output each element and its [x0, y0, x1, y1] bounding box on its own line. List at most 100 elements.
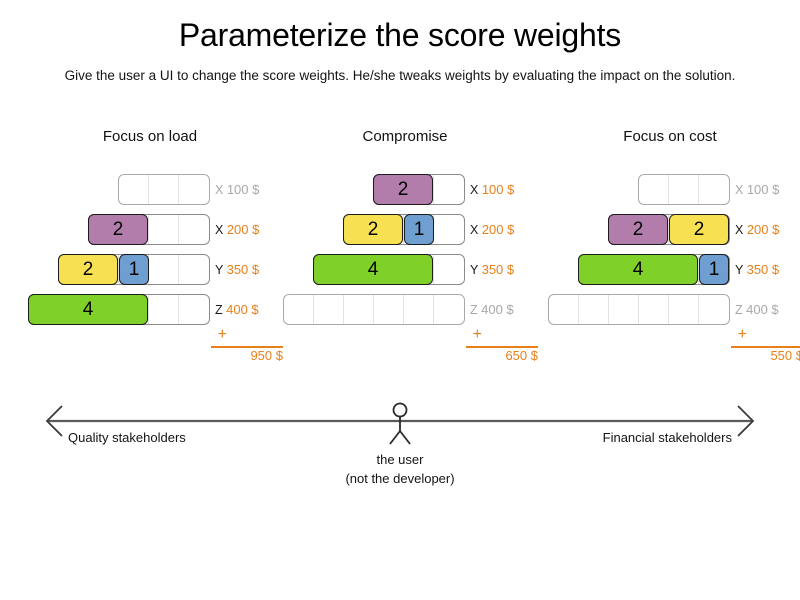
slider-slot[interactable] — [119, 175, 149, 204]
weight-segment[interactable]: 4 — [578, 254, 698, 285]
slider-slot[interactable] — [669, 255, 699, 284]
slider-slot[interactable] — [89, 255, 119, 284]
row-label: Y 350 $ — [215, 254, 283, 285]
weight-slider[interactable] — [118, 174, 210, 205]
caption-line-2: (not the developer) — [345, 471, 455, 486]
slider-slot[interactable] — [609, 295, 639, 324]
slider-slot[interactable] — [149, 175, 179, 204]
slider-slot[interactable] — [179, 175, 209, 204]
total-value: 650 $ — [505, 348, 538, 363]
slider-slot[interactable] — [404, 255, 434, 284]
slider-slot[interactable] — [149, 255, 179, 284]
slider-slot[interactable] — [374, 295, 404, 324]
slider-slot[interactable] — [404, 175, 434, 204]
weight-segment[interactable]: 4 — [313, 254, 433, 285]
row-label: X 100 $ — [735, 174, 800, 205]
slider-slot[interactable] — [434, 255, 464, 284]
weight-slider[interactable] — [548, 294, 730, 325]
slider-slot[interactable] — [149, 215, 179, 244]
total-value: 550 $ — [770, 348, 800, 363]
slider-track[interactable] — [283, 294, 465, 325]
slider-slot[interactable] — [434, 295, 464, 324]
row-label: Z 400 $ — [470, 294, 538, 325]
row-amount: 200 $ — [481, 222, 515, 237]
slider-slot[interactable] — [549, 295, 579, 324]
slider-slot[interactable] — [699, 175, 729, 204]
slider-slot[interactable] — [149, 295, 179, 324]
slider-track[interactable] — [548, 294, 730, 325]
weight-slider[interactable]: 4 — [313, 254, 465, 285]
weight-slider[interactable]: 2 — [88, 214, 210, 245]
weight-segment[interactable]: 1 — [699, 254, 729, 285]
row-label: X 200 $ — [470, 214, 538, 245]
weight-row: Z 400 $ — [537, 290, 800, 330]
row-amount: 200 $ — [226, 222, 260, 237]
row-amount: 400 $ — [226, 302, 259, 317]
weight-row: 2 X 100 $ — [272, 170, 538, 210]
weight-slider[interactable] — [638, 174, 730, 205]
row-label: X 100 $ — [470, 174, 538, 205]
slider-track[interactable] — [118, 174, 210, 205]
slider-slot[interactable] — [284, 295, 314, 324]
slider-slot[interactable] — [669, 295, 699, 324]
slider-slot[interactable] — [179, 295, 209, 324]
row-amount: 100 $ — [746, 182, 780, 197]
weight-slider[interactable]: 2 — [373, 174, 465, 205]
weight-segment[interactable]: 2 — [88, 214, 148, 245]
slider-slot[interactable] — [434, 215, 464, 244]
slider-slot[interactable] — [404, 295, 434, 324]
weight-segment[interactable]: 1 — [119, 254, 149, 285]
row-key: Y — [735, 263, 747, 277]
row-key: X — [215, 183, 227, 197]
row-amount: 400 $ — [746, 302, 779, 317]
slider-slot[interactable] — [374, 215, 404, 244]
stakeholder-axis: Quality stakeholders Financial stakehold… — [0, 398, 800, 498]
row-amount: 350 $ — [481, 262, 515, 277]
slider-slot[interactable] — [314, 295, 344, 324]
weight-segment[interactable]: 2 — [373, 174, 433, 205]
row-amount: 200 $ — [746, 222, 780, 237]
weight-segment[interactable]: 2 — [58, 254, 118, 285]
slider-slot[interactable] — [639, 295, 669, 324]
slider-slot[interactable] — [699, 295, 729, 324]
row-label: X 200 $ — [215, 214, 283, 245]
row-key: X — [470, 183, 482, 197]
slider-slot[interactable] — [344, 295, 374, 324]
slider-slot[interactable] — [639, 215, 669, 244]
axis-arrow-icon — [45, 402, 755, 445]
weight-slider[interactable]: 4 — [28, 294, 210, 325]
row-amount: 350 $ — [226, 262, 260, 277]
weight-row: X 100 $ — [17, 170, 283, 210]
row-key: X — [735, 183, 747, 197]
row-label: Z 400 $ — [215, 294, 283, 325]
weight-slider[interactable] — [283, 294, 465, 325]
total-block: +550 $ — [537, 327, 800, 372]
weight-segment[interactable]: 1 — [404, 214, 434, 245]
weight-segment[interactable]: 4 — [28, 294, 148, 325]
slider-slot[interactable] — [119, 215, 149, 244]
weight-segment[interactable]: 2 — [608, 214, 668, 245]
slider-fill: 4 — [28, 294, 149, 325]
slider-slot[interactable] — [639, 175, 669, 204]
slider-slot[interactable] — [434, 175, 464, 204]
slider-track[interactable] — [638, 174, 730, 205]
row-key: Z — [215, 303, 227, 317]
slider-slot[interactable] — [119, 295, 149, 324]
slider-slot[interactable] — [179, 215, 209, 244]
slider-slot[interactable] — [669, 175, 699, 204]
weight-segment[interactable]: 2 — [343, 214, 403, 245]
row-label: Y 350 $ — [735, 254, 800, 285]
slider-slot[interactable] — [179, 255, 209, 284]
weight-segment[interactable]: 2 — [669, 214, 729, 245]
slider-slot[interactable] — [579, 295, 609, 324]
